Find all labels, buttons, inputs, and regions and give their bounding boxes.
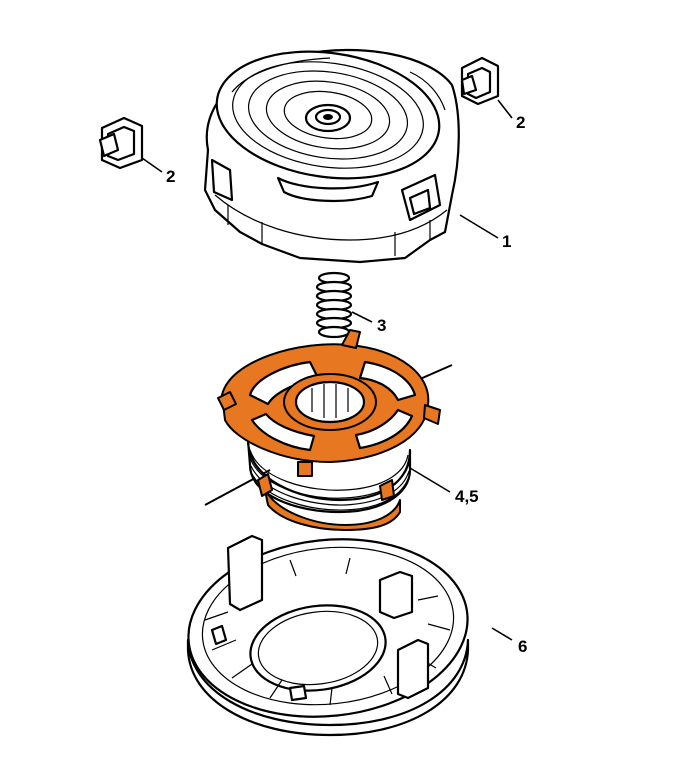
- leader-part-2-left: [141, 157, 163, 173]
- clip-left: [98, 116, 144, 170]
- callout-part-2-right: 2: [516, 113, 525, 132]
- leader-part-1: [459, 214, 499, 239]
- leader-lines: [141, 99, 513, 641]
- callout-part-3: 3: [377, 316, 386, 335]
- spool-with-line: [204, 329, 453, 531]
- callout-part-2-left: 2: [166, 167, 175, 186]
- callout-part-1: 1: [502, 232, 511, 251]
- leader-part-3: [351, 311, 373, 323]
- callout-part-4-5: 4,5: [455, 487, 479, 506]
- housing-cover: [203, 48, 460, 264]
- leader-part-6: [491, 627, 513, 641]
- base-ring: [186, 534, 470, 737]
- clip-right: [460, 56, 500, 106]
- leader-part-4-5: [409, 467, 451, 493]
- callout-part-6: 6: [518, 637, 527, 656]
- leader-part-2-right: [497, 99, 513, 119]
- spring: [315, 271, 353, 339]
